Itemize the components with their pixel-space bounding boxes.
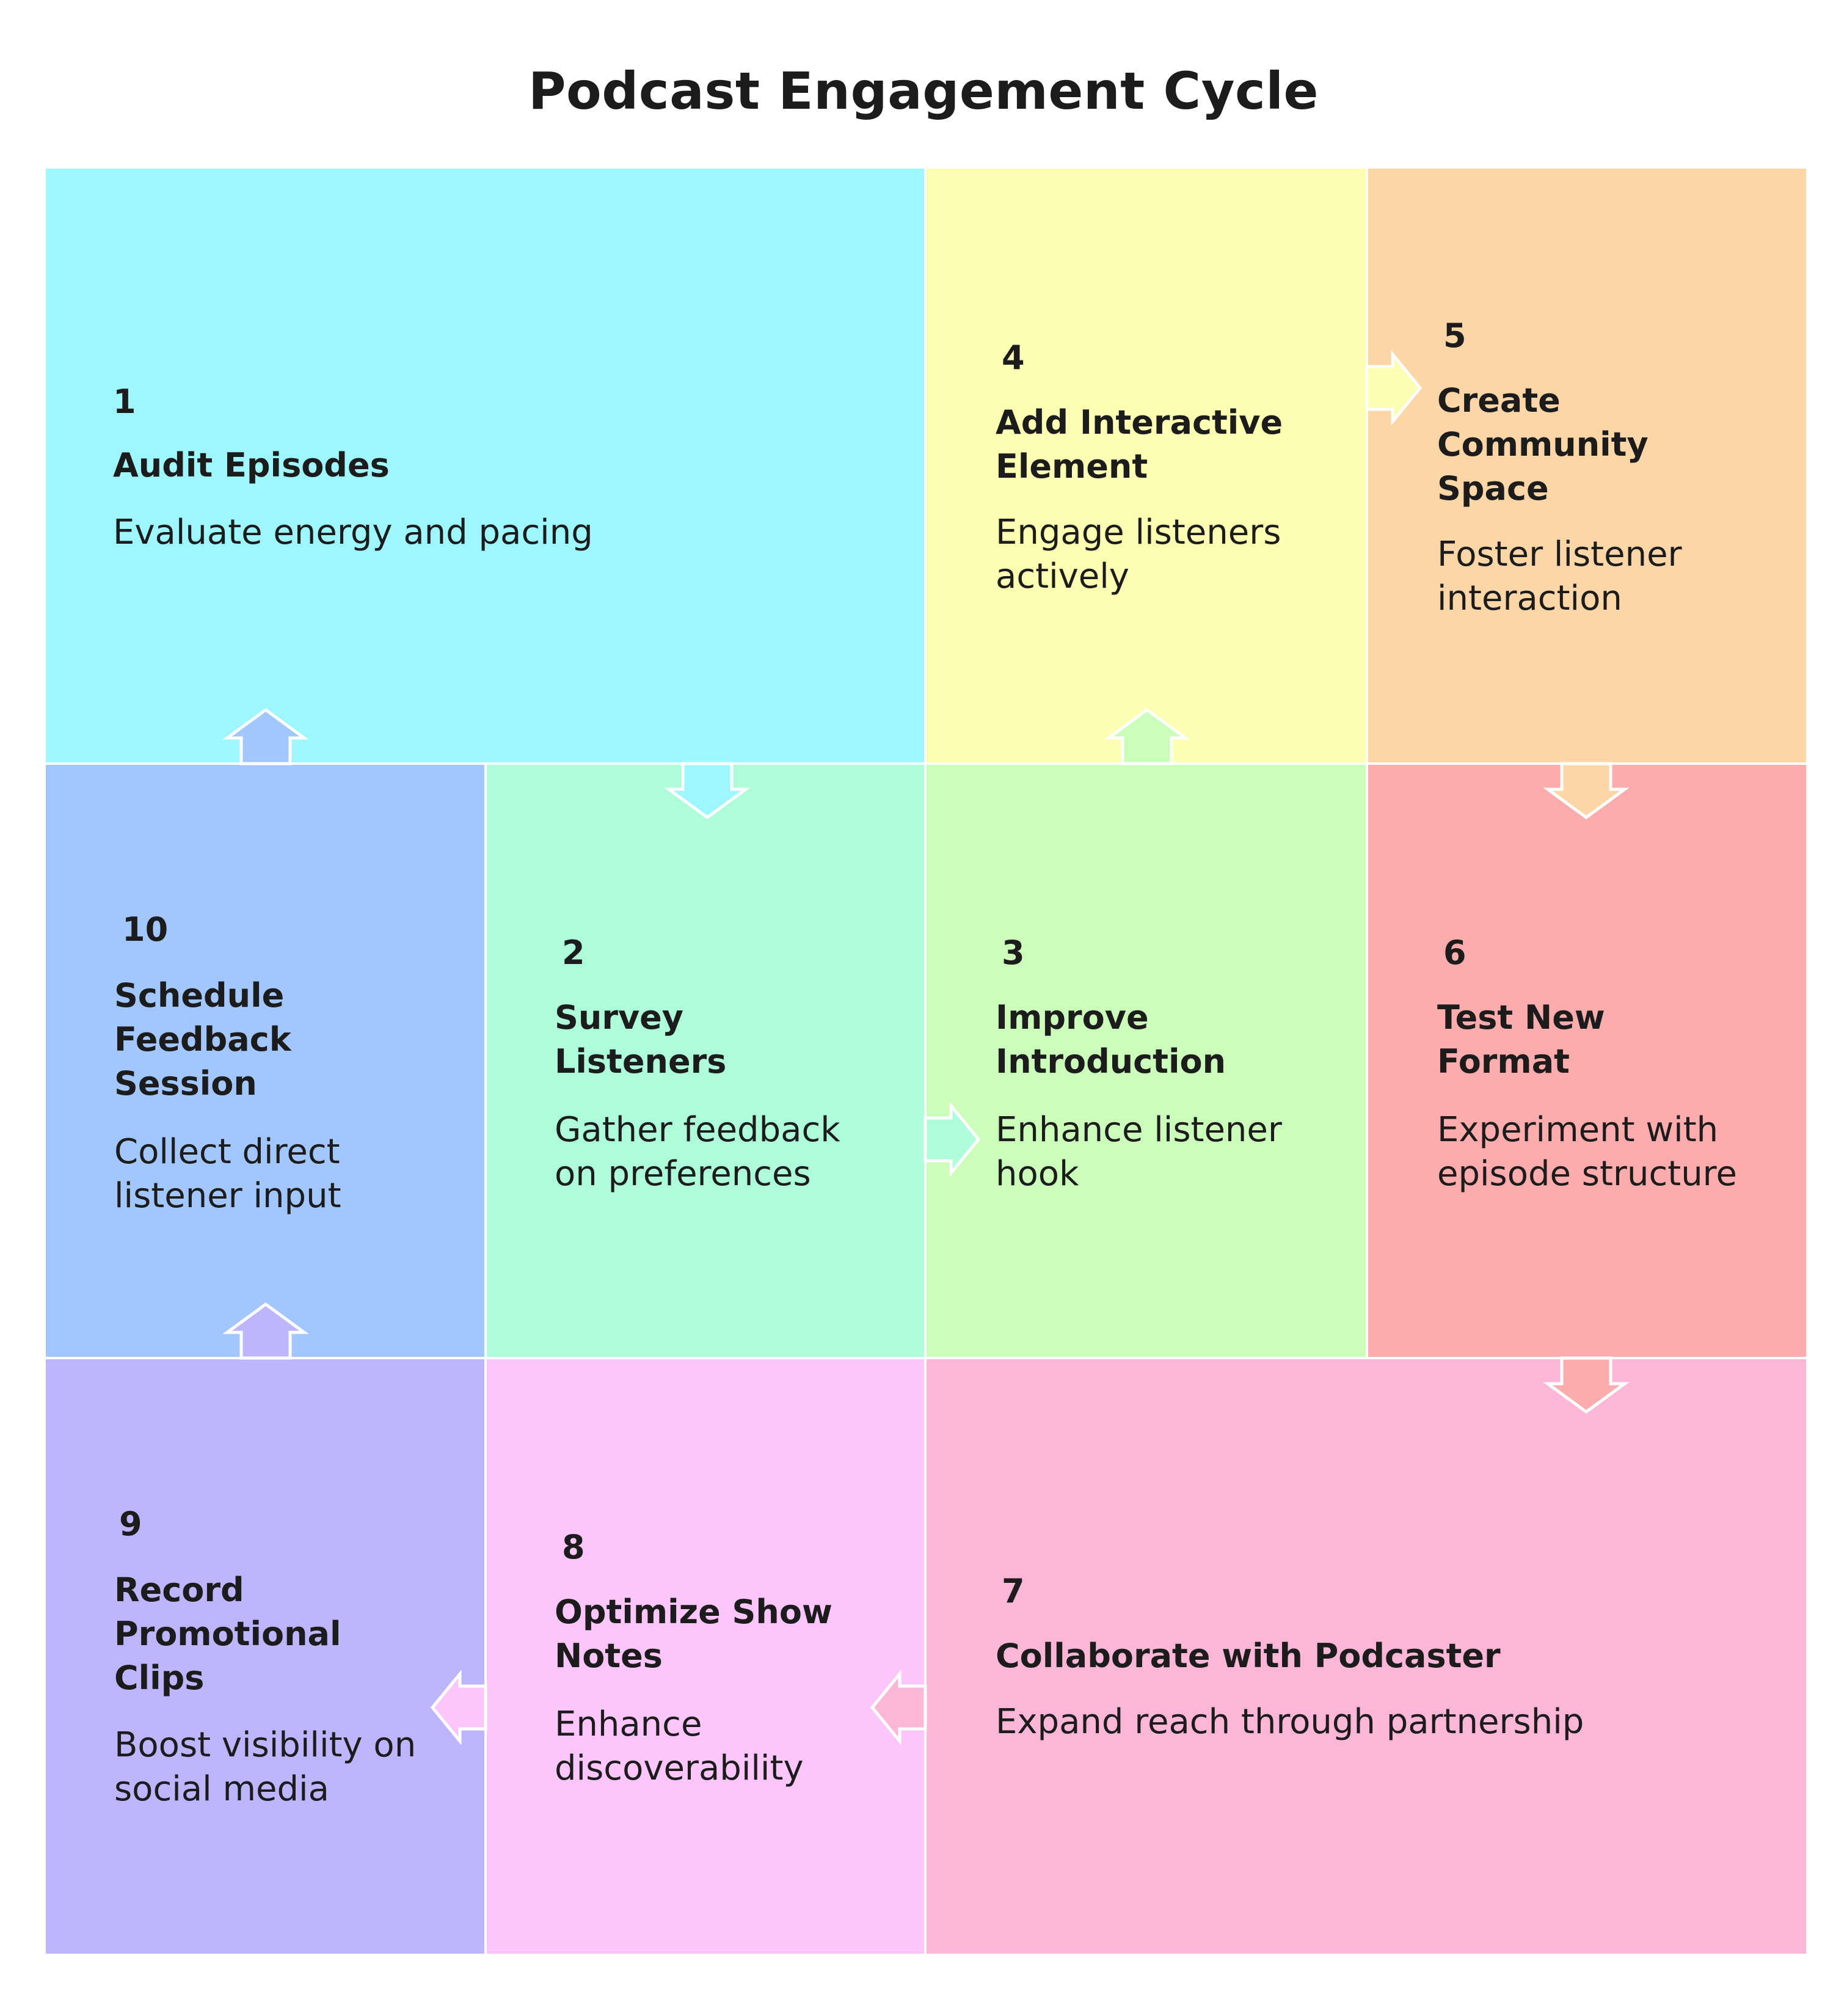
diagram-title: Podcast Engagement Cycle [528,61,1319,121]
step-9-title: Record Promotional Clips [114,1571,341,1697]
step-6-title: Test New Format [1437,998,1605,1081]
step-10-description: Collect direct listener input [114,1132,341,1216]
step-7-description: Expand reach through partnership [996,1702,1584,1742]
step-1-description: Evaluate energy and pacing [113,513,593,552]
step-7-number: 7 [1002,1572,1025,1610]
step-1-number: 1 [113,382,136,421]
step-8-number: 8 [562,1528,585,1566]
step-9-number: 9 [119,1505,142,1543]
step-2-block: 2 Survey Listeners Gather feedback on pr… [486,764,925,1358]
step-5-block: 5 Create Community Space Foster listener… [1367,169,1806,764]
step-8-description: Enhance discoverability [555,1704,804,1788]
step-8-block: 8 Optimize Show Notes Enhance discoverab… [486,1358,925,1954]
step-5-description: Foster listener interaction [1437,535,1682,618]
step-5-number: 5 [1443,316,1466,355]
step-3-block: 3 Improve Introduction Enhance listener … [925,764,1367,1358]
step-6-block: 6 Test New Format Experiment with episod… [1367,764,1806,1358]
step-7-block: 7 Collaborate with Podcaster Expand reac… [925,1358,1806,1954]
step-8-title: Optimize Show Notes [555,1593,832,1675]
step-4-block: 4 Add Interactive Element Engage listene… [925,169,1367,764]
step-3-title: Improve Introduction [996,998,1226,1081]
step-4-number: 4 [1002,338,1025,377]
step-3-description: Enhance listener hook [996,1110,1282,1194]
step-5-title: Create Community Space [1437,381,1648,508]
step-9-block: 9 Record Promotional Clips Boost visibil… [46,1358,486,1954]
step-1-block: 1 Audit Episodes Evaluate energy and pac… [46,169,925,764]
step-10-number: 10 [122,910,169,949]
step-1-title: Audit Episodes [113,446,390,484]
step-6-description: Experiment with episode structure [1437,1110,1737,1194]
step-3-number: 3 [1002,933,1025,972]
step-9-description: Boost visibility on social media [114,1725,417,1809]
step-6-number: 6 [1443,933,1466,972]
step-7-title: Collaborate with Podcaster [996,1637,1501,1675]
step-10-block: 10 Schedule Feedback Session Collect dir… [46,764,486,1358]
step-2-title: Survey Listeners [555,998,727,1081]
step-10-title: Schedule Feedback Session [114,976,291,1103]
step-4-title: Add Interactive Element [996,403,1283,486]
step-2-number: 2 [562,933,585,972]
step-2-description: Gather feedback on preferences [555,1110,840,1194]
step-4-description: Engage listeners actively [996,513,1281,596]
